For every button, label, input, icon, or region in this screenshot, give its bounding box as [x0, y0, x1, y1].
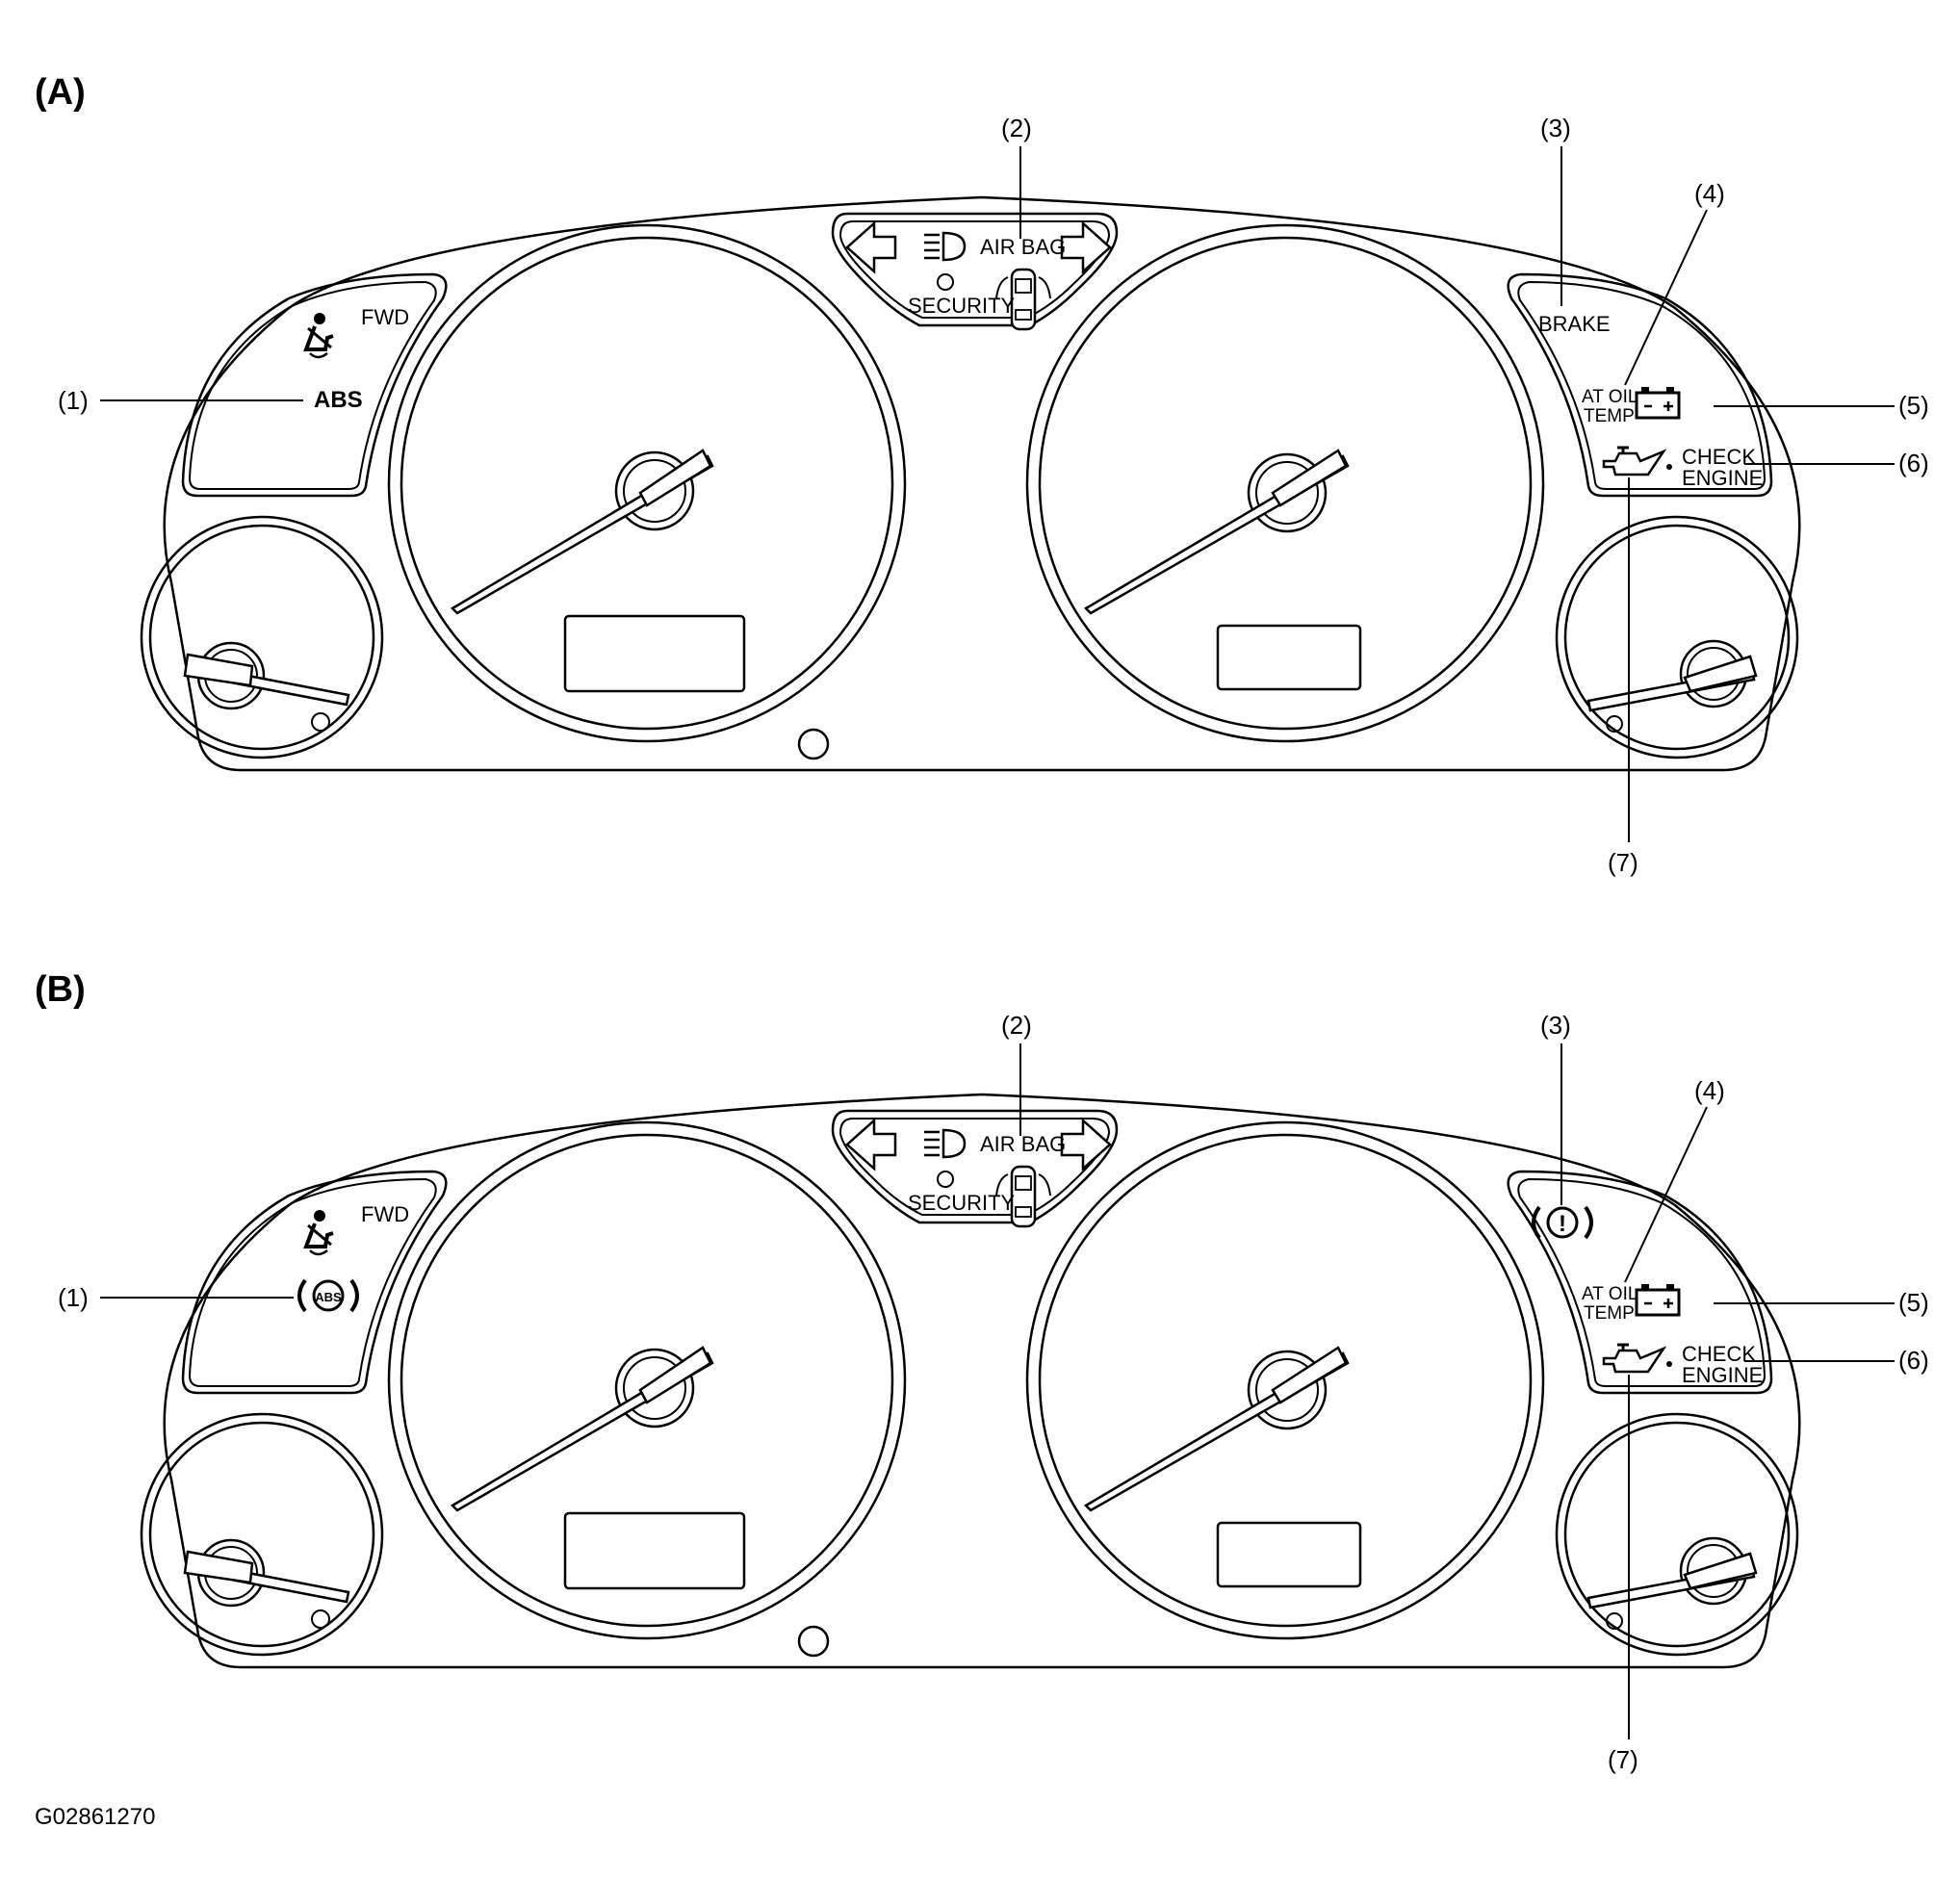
fwd-indicator: FWD [361, 305, 409, 329]
cluster-a [140, 195, 1802, 772]
brake-indicator: BRAKE [1538, 312, 1611, 336]
panel-b: (B) FWD ABS AIR BAG SECURITY ! AT OIL TE… [35, 969, 1929, 1774]
panel-a-label: (A) [35, 72, 86, 113]
callout-7: (7) [1608, 848, 1638, 877]
callout-2: (2) [1001, 1011, 1032, 1040]
at-oil-temp-indicator: AT OIL [1582, 387, 1638, 407]
fwd-indicator: FWD [361, 1202, 409, 1226]
panel-b-label: (B) [35, 969, 86, 1010]
callout-6: (6) [1898, 1346, 1929, 1375]
at-oil-temp-indicator: AT OIL [1582, 1284, 1638, 1304]
security-indicator: SECURITY [908, 294, 1016, 318]
callout-5: (5) [1898, 391, 1929, 420]
callout-4: (4) [1694, 1076, 1725, 1105]
callout-4: (4) [1694, 179, 1725, 208]
check-engine-indicator-line2: ENGINE [1682, 466, 1763, 490]
airbag-indicator: AIR BAG [980, 235, 1066, 259]
check-engine-indicator: CHECK [1682, 1342, 1756, 1366]
callout-1: (1) [58, 1283, 89, 1312]
callout-5: (5) [1898, 1288, 1929, 1317]
panel-a: (A) FWD ABS AIR BAG SECURITY BRAKE AT OI… [35, 72, 1929, 877]
check-engine-indicator: CHECK [1682, 445, 1756, 469]
callout-6: (6) [1898, 449, 1929, 477]
security-indicator: SECURITY [908, 1191, 1016, 1215]
brake-warning-icon: ! [1532, 1205, 1593, 1240]
abs-warning-icon: ABS [297, 1278, 359, 1313]
callout-7: (7) [1608, 1745, 1638, 1774]
abs-icon-text: ABS [315, 1290, 342, 1304]
brake-icon-text: ! [1559, 1211, 1566, 1237]
cluster-b [140, 1093, 1802, 1669]
callout-3: (3) [1540, 114, 1571, 142]
check-engine-indicator-line2: ENGINE [1682, 1363, 1763, 1387]
abs-indicator: ABS [314, 387, 363, 413]
airbag-indicator: AIR BAG [980, 1132, 1066, 1156]
callout-3: (3) [1540, 1011, 1571, 1040]
at-oil-temp-indicator-line2: TEMP [1584, 406, 1635, 426]
figure-reference: G02861270 [35, 1804, 155, 1830]
callout-1: (1) [58, 386, 89, 415]
callout-2: (2) [1001, 114, 1032, 142]
at-oil-temp-indicator-line2: TEMP [1584, 1303, 1635, 1324]
